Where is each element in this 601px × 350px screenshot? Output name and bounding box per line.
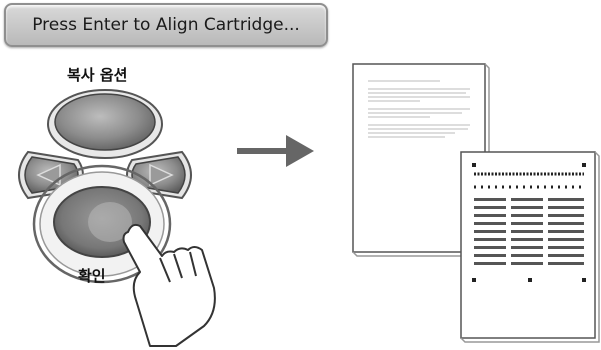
copy-options-label: 복사 옵션	[67, 66, 128, 84]
left-arrow-icon	[36, 163, 61, 187]
right-arrow-icon	[149, 163, 174, 187]
lcd-message: Press Enter to Align Cartridge...	[32, 15, 300, 35]
pointing-hand-icon	[122, 223, 216, 347]
right-arrow-icon	[237, 135, 314, 167]
lcd-display: Press Enter to Align Cartridge...	[4, 3, 328, 47]
ok-label: 확인	[78, 267, 106, 285]
alignment-page	[460, 151, 600, 343]
up-button[interactable]	[47, 89, 163, 159]
